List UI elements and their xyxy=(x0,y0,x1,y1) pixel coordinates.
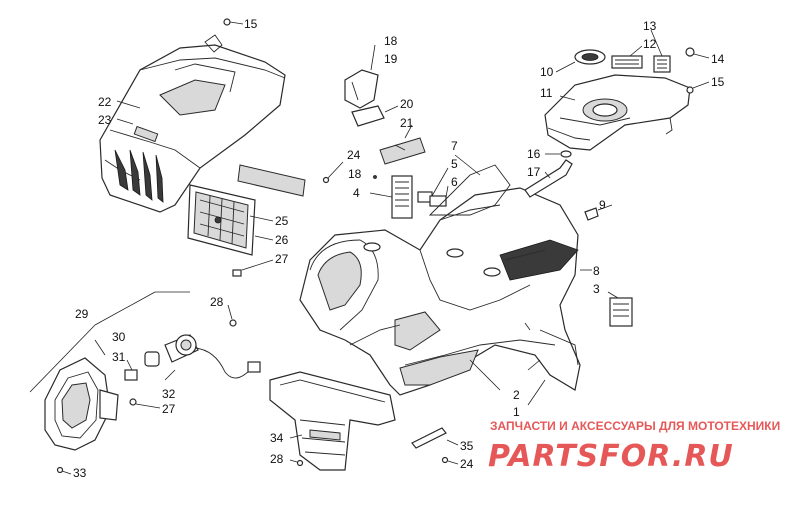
callout-28-lower: 28 xyxy=(270,452,284,466)
callout-29: 29 xyxy=(75,307,89,321)
pad-20-part xyxy=(351,105,399,127)
callout-33: 33 xyxy=(73,466,87,480)
rear-tray-part xyxy=(544,74,691,151)
callout-11: 11 xyxy=(540,86,553,100)
callout-25: 25 xyxy=(275,214,289,228)
bracket-18-19-part xyxy=(344,44,379,109)
pin-18-lower xyxy=(373,175,377,179)
callout-7: 7 xyxy=(451,139,458,153)
callout-26: 26 xyxy=(275,233,289,247)
clip-9-part xyxy=(584,204,613,221)
callout-21: 21 xyxy=(400,116,414,130)
callout-13: 13 xyxy=(643,19,657,33)
strip-35-part xyxy=(411,427,459,449)
front-hood-part xyxy=(99,34,286,213)
headlight-bracket-lines xyxy=(29,291,190,393)
screw-27-lower xyxy=(129,398,161,409)
callout-2: 2 xyxy=(513,388,520,402)
callout-22: 22 xyxy=(98,95,112,109)
callout-1: 1 xyxy=(513,405,520,419)
decal-6-part xyxy=(429,185,449,207)
callout-12: 12 xyxy=(643,37,657,51)
decal-4-part xyxy=(369,175,413,219)
callout-16: 16 xyxy=(527,147,541,161)
mesh-grille-part xyxy=(187,184,256,256)
label-12-part xyxy=(611,45,643,69)
nut-27-upper xyxy=(232,259,274,277)
plate-26-part xyxy=(237,164,306,197)
callout-8: 8 xyxy=(593,264,600,278)
callout-17: 17 xyxy=(527,165,541,179)
callout-24-lower: 24 xyxy=(460,457,474,471)
callout-18-lower: 18 xyxy=(348,167,362,181)
decal-7-wing xyxy=(428,154,511,216)
callout-15-top: 15 xyxy=(244,17,258,31)
socket-31-part xyxy=(124,359,138,381)
label-13-part xyxy=(650,29,671,73)
callout-27-upper: 27 xyxy=(275,252,289,266)
callout-19: 19 xyxy=(384,52,398,66)
screw-15-right xyxy=(686,81,710,94)
watermark-brand: PARTSFOR.RU xyxy=(488,439,734,474)
screw-24-lower xyxy=(441,456,459,465)
callout-9: 9 xyxy=(599,198,606,212)
nut-28-upper xyxy=(227,304,237,327)
callout-15-right: 15 xyxy=(711,75,725,89)
callout-28-upper: 28 xyxy=(210,295,224,309)
front-fender-part xyxy=(299,187,581,396)
callout-18-top: 18 xyxy=(384,34,398,48)
callout-27-lower: 27 xyxy=(162,402,176,416)
callout-34: 34 xyxy=(270,431,284,445)
headlight-housing-part xyxy=(44,339,119,451)
front-bumper-part xyxy=(269,371,396,471)
callout-35: 35 xyxy=(460,439,474,453)
callout-3: 3 xyxy=(593,282,600,296)
screw-28-lower xyxy=(289,459,304,467)
watermark-tagline: ЗАПЧАСТИ И АКСЕССУАРЫ ДЛЯ МОТОТЕХНИКИ xyxy=(490,419,780,433)
callout-5: 5 xyxy=(451,157,458,171)
cap-ring-10-part xyxy=(555,49,606,73)
clamp-16-part xyxy=(545,150,572,158)
screw-15-top xyxy=(223,18,244,26)
bulb-32-part xyxy=(144,334,261,381)
callout-32: 32 xyxy=(162,387,176,401)
callout-24-upper: 24 xyxy=(347,148,361,162)
callout-6: 6 xyxy=(451,175,458,189)
callout-23: 23 xyxy=(98,113,112,127)
callout-31: 31 xyxy=(112,350,126,364)
screw-33-part xyxy=(56,466,72,475)
callout-14: 14 xyxy=(711,52,725,66)
decal-3-part xyxy=(607,291,633,327)
callout-10: 10 xyxy=(540,65,554,79)
nut-14-part xyxy=(685,47,710,59)
hose-17-part xyxy=(524,159,573,198)
callout-30: 30 xyxy=(112,330,126,344)
callout-4: 4 xyxy=(353,186,360,200)
bracket-21-part xyxy=(379,124,426,165)
callout-20: 20 xyxy=(400,97,414,111)
screw-24-upper xyxy=(322,161,344,184)
